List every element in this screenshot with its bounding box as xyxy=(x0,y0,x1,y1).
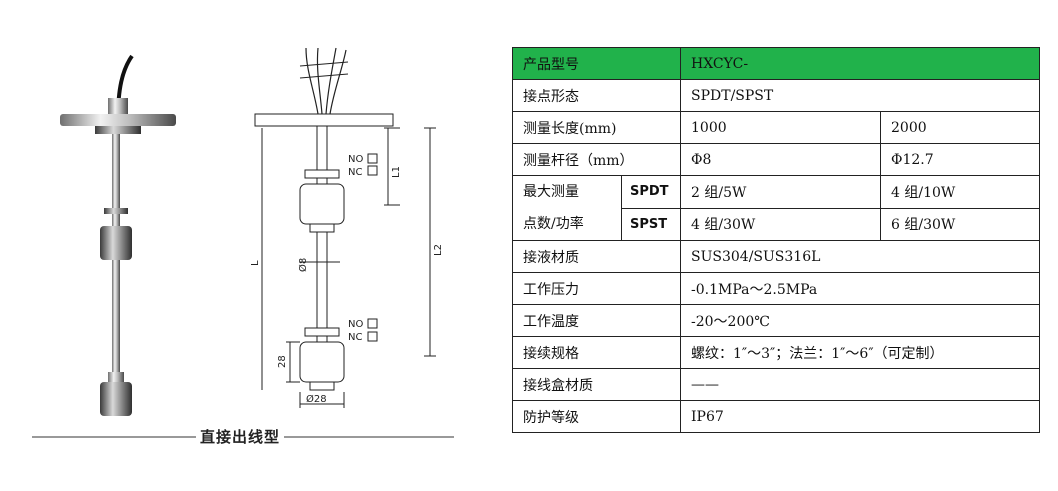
product-drawing-svg: NO NC NO NC L1 L2 L Ø8 28 Ø28 xyxy=(32,47,454,438)
length-value-2: 2000 xyxy=(880,111,1040,144)
contact-label: 接点形态 xyxy=(512,79,681,112)
product-illustration: NO NC NO NC L1 L2 L Ø8 28 Ø28 直接出线型 xyxy=(0,0,470,491)
spdt-value-1: 2 组/5W xyxy=(680,175,881,209)
dim-l-label: L xyxy=(250,260,261,266)
no-top-label: NO xyxy=(348,154,363,165)
table-row-box-material: 接线盒材质 —— xyxy=(512,368,1040,401)
model-label: 产品型号 xyxy=(512,47,681,80)
protection-value: IP67 xyxy=(680,400,1040,433)
nc-top-label: NC xyxy=(348,167,362,178)
model-value: HXCYC- xyxy=(680,47,1040,80)
material-value: SUS304/SUS316L xyxy=(680,240,1040,273)
dim-l2-label: L2 xyxy=(433,244,444,256)
table-row-connection: 接续规格 螺纹：1″～3″；法兰：1″～6″（可定制） xyxy=(512,336,1040,369)
sensor-photo xyxy=(60,54,176,416)
diameter-value-2: Φ12.7 xyxy=(880,143,1040,176)
dim-l1-label: L1 xyxy=(391,166,402,178)
max-points-label: 最大测量 点数/功率 xyxy=(512,175,622,241)
no-bottom-label: NO xyxy=(348,319,363,330)
dim-phi28-label: Ø28 xyxy=(306,393,327,405)
table-row-contact: 接点形态 SPDT/SPST xyxy=(512,79,1040,112)
length-label: 测量长度(mm) xyxy=(512,111,681,144)
table-row-spdt: 最大测量 点数/功率 SPDT 2 组/5W 4 组/10W xyxy=(512,175,1040,241)
diameter-value-1: Φ8 xyxy=(680,143,881,176)
spdt-type: SPDT xyxy=(621,175,681,209)
spst-value-2: 6 组/30W xyxy=(880,207,1040,241)
temperature-value: -20～200℃ xyxy=(680,304,1040,337)
protection-label: 防护等级 xyxy=(512,400,681,433)
spst-value-1: 4 组/30W xyxy=(680,207,881,241)
table-row-pressure: 工作压力 -0.1MPa～2.5MPa xyxy=(512,272,1040,305)
table-row-spst: SPST 4 组/30W 6 组/30W xyxy=(513,207,1040,241)
figure-caption: 直接出线型 xyxy=(196,426,285,447)
pressure-label: 工作压力 xyxy=(512,272,681,305)
table-row-protection: 防护等级 IP67 xyxy=(512,400,1040,433)
pressure-value: -0.1MPa～2.5MPa xyxy=(680,272,1040,305)
max-points-label-line1: 最大测量 xyxy=(523,184,579,200)
dim-28-label: 28 xyxy=(277,355,288,368)
temperature-label: 工作温度 xyxy=(512,304,681,337)
nc-bottom-label: NC xyxy=(348,332,362,343)
spst-type: SPST xyxy=(621,207,681,241)
diameter-label: 测量杆径（mm） xyxy=(512,143,681,176)
box-material-label: 接线盒材质 xyxy=(512,368,681,401)
technical-drawing xyxy=(254,47,436,408)
max-points-label-line2: 点数/功率 xyxy=(523,216,584,232)
table-row-diameter: 测量杆径（mm） Φ8 Φ12.7 xyxy=(512,143,1040,176)
connection-label: 接续规格 xyxy=(512,336,681,369)
table-row-material: 接液材质 SUS304/SUS316L xyxy=(512,240,1040,273)
spec-table: 产品型号 HXCYC- 接点形态 SPDT/SPST 测量长度(mm) 1000… xyxy=(512,47,1040,433)
contact-value: SPDT/SPST xyxy=(680,79,1040,112)
table-row-length: 测量长度(mm) 1000 2000 xyxy=(512,111,1040,144)
table-row-model: 产品型号 HXCYC- xyxy=(512,47,1040,80)
connection-value: 螺纹：1″～3″；法兰：1″～6″（可定制） xyxy=(680,336,1040,369)
dim-phi8-label: Ø8 xyxy=(297,258,309,272)
length-value-1: 1000 xyxy=(680,111,881,144)
box-material-value: —— xyxy=(680,368,1040,401)
spdt-value-2: 4 组/10W xyxy=(880,175,1040,209)
material-label: 接液材质 xyxy=(512,240,681,273)
table-row-temperature: 工作温度 -20～200℃ xyxy=(512,304,1040,337)
